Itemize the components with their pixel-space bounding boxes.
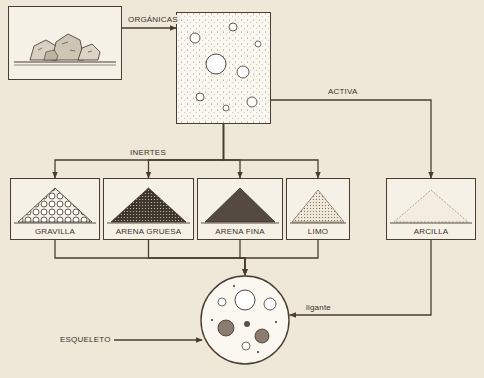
fraction-box: ARENA FINA xyxy=(197,178,283,240)
fraction-name: LIMO xyxy=(308,227,328,236)
fraction-box: LIMO xyxy=(286,178,350,240)
connector-label: ACTIVA xyxy=(326,87,360,96)
figure-box xyxy=(176,12,271,124)
flow-connector xyxy=(224,124,319,178)
callout-arrow xyxy=(114,339,202,340)
flow-connector xyxy=(55,124,224,178)
fraction-box: ARENA GRUESA xyxy=(103,178,194,240)
fraction-name: ARCILLA xyxy=(414,227,449,236)
soil-sample xyxy=(177,13,270,123)
figure-box xyxy=(8,6,122,80)
flow-connector xyxy=(290,240,431,315)
flow-connector xyxy=(224,124,241,178)
flow-connector xyxy=(245,240,318,275)
flow-connector xyxy=(271,100,431,178)
fraction-piles xyxy=(11,179,475,239)
fraction-name: ARENA FINA xyxy=(215,227,265,236)
connector-label: INERTES xyxy=(128,148,168,157)
callout-label: ESQUELETO xyxy=(58,335,113,344)
circle-outline xyxy=(200,275,290,365)
fraction-box: GRAVILLA xyxy=(10,178,100,240)
fraction-name: GRAVILLA xyxy=(35,227,75,236)
flow-connector xyxy=(122,27,176,28)
mix-sketch xyxy=(201,276,289,364)
fraction-name: ARENA GRUESA xyxy=(116,227,182,236)
rock-sketch xyxy=(9,7,121,79)
connector-label: ligante xyxy=(304,303,333,312)
mix-circle xyxy=(200,275,290,365)
fraction-box: ARCILLA xyxy=(386,178,476,240)
flow-connector xyxy=(240,240,245,275)
flow-connector xyxy=(55,240,245,275)
flow-connector xyxy=(149,240,246,275)
connector-label: ORGÁNICAS xyxy=(126,15,180,24)
